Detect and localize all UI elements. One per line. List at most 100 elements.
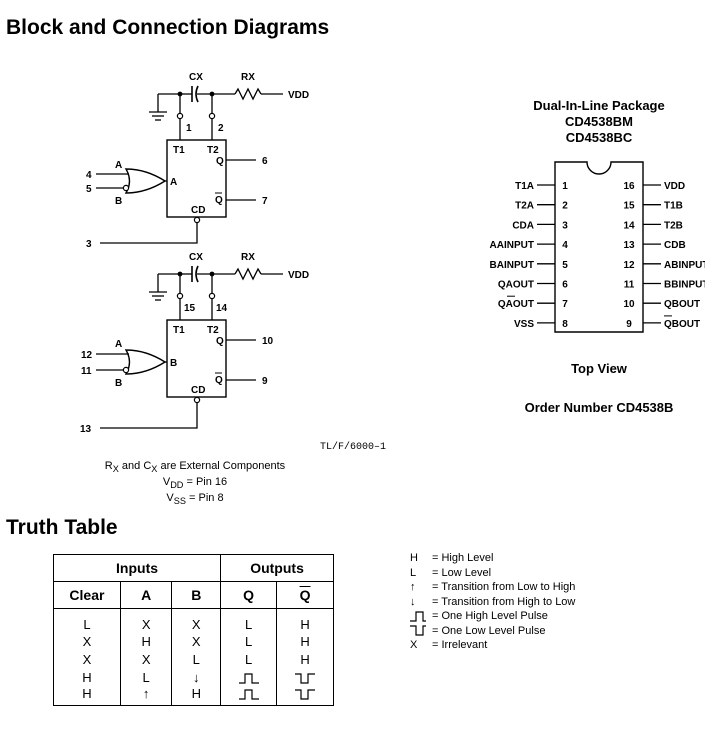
legend-symbol: H [410, 552, 418, 564]
diagram-label: 12 [81, 350, 93, 361]
pin-label: QBOUT [664, 299, 700, 310]
diagram-label: RX [241, 252, 255, 263]
diagram-label: CD [191, 385, 205, 396]
table-cell: ↑ [119, 686, 173, 706]
low-pulse-icon [276, 668, 334, 686]
diagram-label: Q [215, 375, 223, 386]
vdd-label: VDD [288, 90, 309, 101]
or-gate-icon [124, 349, 167, 375]
pin-number: 4 [562, 240, 568, 251]
table-cell: L [53, 608, 121, 632]
legend-text: = Low Level [432, 566, 492, 579]
table-cell: L [220, 650, 278, 668]
legend-item: X = Irrelevant [410, 638, 487, 652]
diagram-label: 4 [86, 170, 92, 181]
diagram-label: 7 [262, 196, 268, 207]
table-cell: X [171, 608, 222, 632]
legend-text: = Irrelevant [432, 639, 488, 651]
legend-item: ↑ = Transition from Low to High [410, 580, 575, 594]
package-heading: Dual-In-Line Package CD4538BM CD4538BC [498, 98, 700, 146]
diagram-label: 5 [86, 184, 92, 195]
legend-symbol: ↑ [410, 581, 416, 593]
diagram-label: T1 [173, 325, 185, 336]
pin-label: VDD [664, 181, 685, 192]
top-view-label: Top View [571, 361, 627, 376]
table-cell: H [276, 650, 334, 668]
pin-number: 7 [562, 299, 568, 310]
diagram-label: Q [215, 195, 223, 206]
high-pulse-icon [220, 686, 278, 706]
package-title: Dual-In-Line Package [533, 98, 665, 113]
ground-icon [149, 273, 180, 301]
part-number-m: CD4538BM [565, 114, 633, 129]
diagram-label: A [115, 160, 122, 171]
legend-item: = One High Level Pulse [410, 609, 548, 623]
pin-number: 5 [562, 260, 568, 271]
diagram-label: T1 [173, 145, 185, 156]
pin-label: T1A [515, 181, 534, 192]
pin-number: 2 [562, 201, 568, 212]
legend-symbol: X [410, 639, 418, 651]
cx-label: CX [189, 72, 203, 83]
diagram-label: A [115, 339, 122, 350]
figure-reference: TL/F/6000–1 [320, 442, 387, 453]
legend-item: L= Low Level [410, 566, 491, 580]
diagram-label: 11 [81, 366, 92, 377]
pin-number: 3 [562, 220, 568, 231]
pin-10: QBOUT 10 [623, 299, 700, 310]
diagram-label: CX [189, 252, 203, 263]
pin-label: QAOUT [498, 299, 534, 310]
high-pulse-icon [220, 668, 278, 686]
legend-text: = Transition from Low to High [432, 581, 576, 593]
pin-number: 9 [626, 319, 632, 330]
column-header: Q [276, 581, 334, 609]
table-cell: X [119, 608, 173, 632]
or-gate-icon [124, 168, 167, 194]
table-cell: X [53, 650, 121, 668]
pin-label: T2A [515, 201, 534, 212]
capacitor-icon [191, 265, 199, 283]
pin-number: 10 [623, 299, 635, 310]
pin-label: QBOUT [664, 319, 700, 330]
pin-label: T2B [664, 220, 683, 231]
legend-text: = One Low Level Pulse [432, 624, 546, 637]
table-cell: ↓ [171, 668, 222, 686]
outputs-header: Outputs [220, 554, 334, 582]
table-cell: H [171, 686, 222, 706]
table-cell: H [53, 686, 121, 706]
legend-text: = Transition from High to Low [432, 595, 576, 608]
pin-label: BBINPUT [664, 280, 705, 291]
pin-11: BBINPUT 11 [624, 280, 705, 291]
diagram-label: 3 [86, 239, 92, 250]
part-number-c: CD4538BC [565, 130, 633, 145]
pin-number: 11 [624, 280, 635, 291]
inputs-header: Inputs [52, 554, 222, 582]
section-title-diagrams: Block and Connection Diagrams [6, 16, 330, 39]
pin-number: 15 [623, 201, 635, 212]
rx-label: RX [241, 72, 255, 83]
capacitor-icon [191, 85, 199, 103]
diagram-label: T2 [207, 325, 219, 336]
diagram-label: A [170, 177, 177, 188]
section-title-truth-table: Truth Table [6, 516, 118, 539]
diagram-label: 1 [186, 123, 192, 134]
low-pulse-icon [276, 686, 334, 706]
one-shot-box [166, 319, 227, 398]
legend-item: = One Low Level Pulse [410, 624, 545, 638]
table-cell: X [171, 632, 222, 650]
diagram-label: 6 [262, 156, 268, 167]
pin-number: 8 [562, 319, 568, 330]
table-cell: L [171, 650, 222, 668]
pin-label: QAOUT [498, 280, 534, 291]
resistor-icon [234, 267, 262, 281]
